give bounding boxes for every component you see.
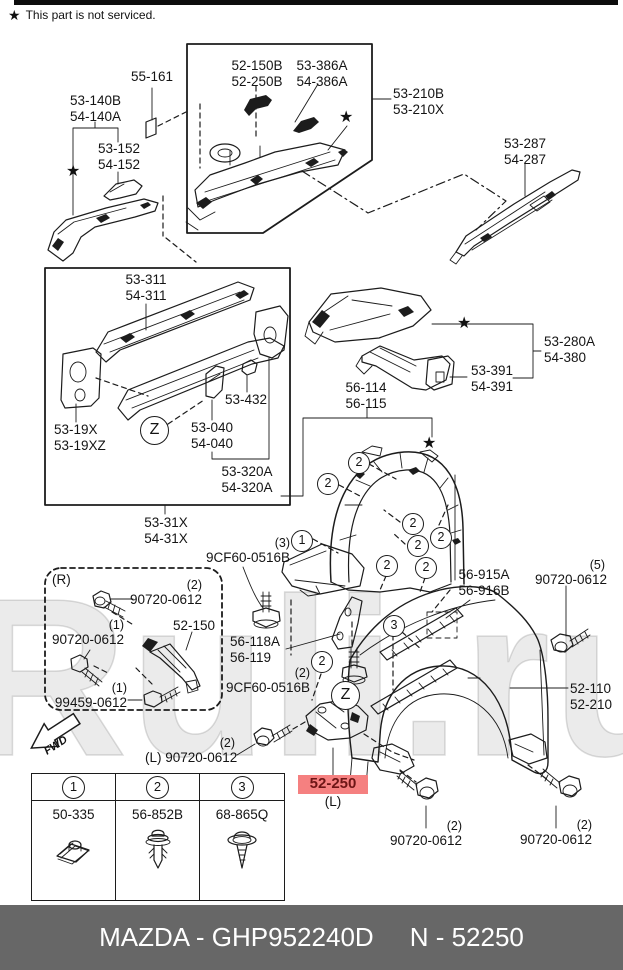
bolt-90720-bottom-left [397,771,438,828]
callout-1: 1 [291,530,313,552]
callout-2: 2 [376,555,398,577]
part-9cf60-upper [243,567,280,628]
r-hardware-box [45,568,222,710]
middle-assembly-box [45,268,290,514]
fastener-part-number: 68-865Q [215,807,269,822]
callout-2: 2 [146,775,169,799]
callout-1: 1 [62,775,85,799]
part-55-161 [146,88,186,138]
callout-2: 2 [311,651,333,673]
star-icon: ★ [457,315,472,332]
fastener-column-3: 3 68-865Q [200,774,284,900]
label-55-161: 55-161 [130,69,174,84]
label-9cf60-3: (3)9CF60-0516B [205,536,290,566]
label-90720-b1: (2)90720-0612 [390,819,463,849]
star-icon: ★ [8,7,21,23]
label-52-150: 52-150 [172,618,216,633]
label-9cf60-2: (2)9CF60-0516B [225,666,310,696]
label-53-432: 53-432 [224,392,268,407]
callout-2: 2 [430,527,452,549]
star-icon: ★ [339,109,354,126]
part-53-140B [48,122,196,262]
fastener-part-number: 50-335 [52,807,95,822]
callout-2: 2 [415,557,437,579]
callout-z: Z [140,416,169,445]
top-rule [14,0,618,5]
label-99459: (1)99459-0612 [54,681,127,711]
part-53-280A-group [305,288,541,390]
callout-2: 2 [402,513,424,535]
label-90720-5: (5)90720-0612 [535,558,608,588]
fwd-arrow: FWD [24,707,84,758]
label-90720-r2: (2)90720-0612 [130,578,203,608]
label-90720-L: (2)(L) 90720-0612 [145,736,238,766]
part-52-110-fender [348,587,568,786]
part-56-915A [371,590,470,714]
part-56-114-liner [281,408,464,655]
note-text: This part is not serviced. [25,8,156,22]
push-rivet-icon [140,826,176,881]
star-icon: ★ [66,163,81,180]
not-serviced-note: ★ This part is not serviced. [8,8,156,22]
fastener-column-1: 1 50-335 [32,774,116,900]
footer-catalog-code: MAZDA - GHP952240D [99,922,374,952]
callout-2: 2 [348,452,370,474]
footer-part-ref: N - 52250 [409,922,524,952]
label-90720-r1: (1)90720-0612 [52,618,125,648]
top-assembly-box [186,44,391,233]
callout-3: 3 [383,615,405,637]
fastener-column-2: 2 56-852B [116,774,200,900]
part-53-287 [302,164,580,264]
footer-bar: MAZDA - GHP952240D N - 52250 [0,905,623,970]
callout-2: 2 [317,473,339,495]
label-90720-b2: (2)90720-0612 [520,818,593,848]
clip-nut-icon [51,826,97,877]
fastener-table: 1 50-335 2 56-852B [31,773,285,901]
callout-3: 3 [230,775,254,799]
highlight-52-250: 52-250 [298,775,368,794]
fastener-part-number: 56-852B [131,807,184,822]
bolt-90720-bottom-right [540,769,581,828]
star-icon: ★ [422,435,437,452]
callout-z: Z [331,681,360,710]
bolt-90720-5 [551,586,590,652]
callout-2: 2 [407,535,429,557]
label-52-250-highlighted: 52-250 (L) [298,775,368,809]
label-right-side-marker: (R) [52,572,71,587]
part-56-118A [286,597,362,649]
screw-rivet-icon [220,826,264,881]
